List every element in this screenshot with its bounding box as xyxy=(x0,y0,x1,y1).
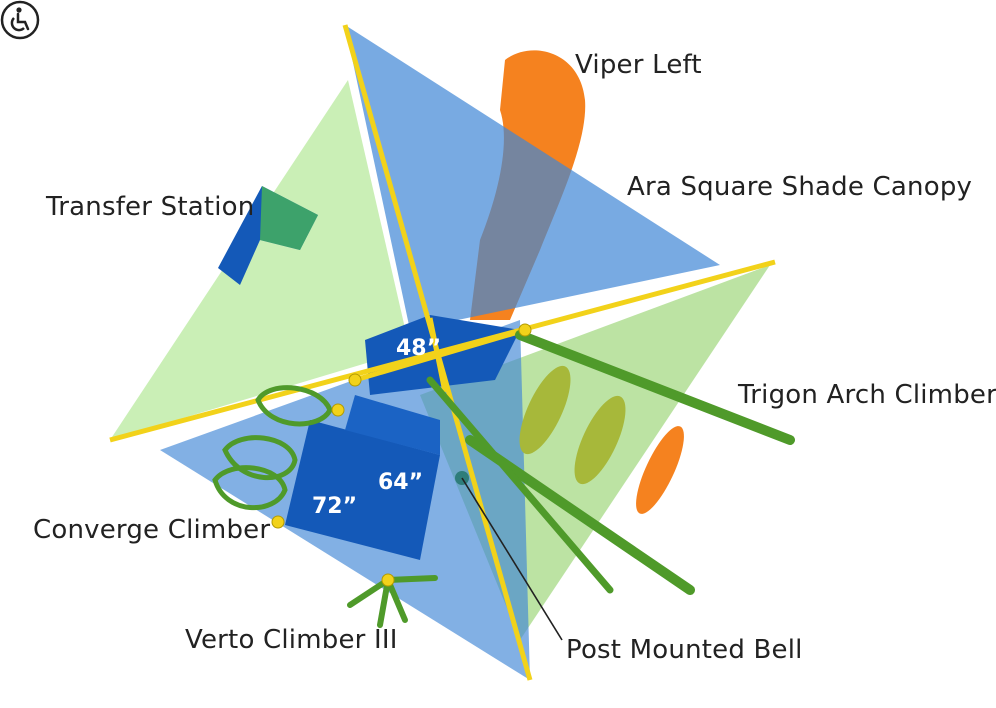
deck-connector xyxy=(345,395,440,455)
wheelchair-accessibility-icon xyxy=(0,0,40,40)
deck-height-72: 72” xyxy=(312,494,358,519)
green-shade-sail-left xyxy=(110,80,410,440)
deck-72-64 xyxy=(285,420,440,560)
label-shade-canopy: Ara Square Shade Canopy xyxy=(627,172,973,202)
label-viper-left: Viper Left xyxy=(575,50,702,80)
deck-height-64: 64” xyxy=(378,470,424,495)
climber-bar-3 xyxy=(426,376,614,594)
transfer-station-green-side xyxy=(260,186,318,250)
climber-pad-1 xyxy=(519,365,571,455)
climber-bar-1 xyxy=(515,330,795,445)
blue-shade-sail-top xyxy=(345,25,720,330)
label-converge-climber: Converge Climber xyxy=(33,515,271,545)
label-transfer-station: Transfer Station xyxy=(46,192,255,222)
converge-climber xyxy=(212,385,333,511)
label-post-mounted-bell: Post Mounted Bell xyxy=(566,635,803,665)
label-verto-climber: Verto Climber III xyxy=(185,625,398,655)
yellow-beam-cross xyxy=(427,317,448,393)
climber-pad-2 xyxy=(574,395,626,485)
deck-height-48: 48” xyxy=(396,336,442,361)
bell-leader-line xyxy=(461,477,563,641)
verto-climber xyxy=(347,575,438,628)
climber-pad-3 xyxy=(636,426,684,514)
joint-nodes xyxy=(271,323,532,587)
label-trigon-arch-climber: Trigon Arch Climber xyxy=(738,380,996,410)
yellow-beam-long xyxy=(109,259,776,443)
